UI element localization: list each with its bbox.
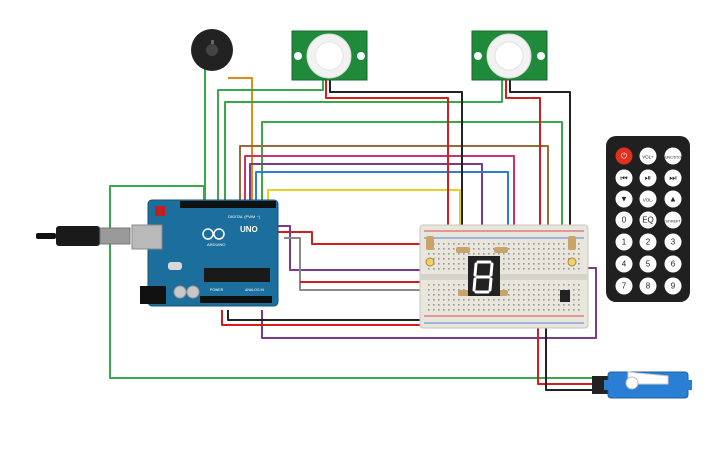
- remote-button-label: 5: [646, 260, 651, 269]
- remote-button[interactable]: ⏮: [615, 169, 633, 187]
- remote-button[interactable]: FUNC/STOP: [663, 147, 684, 165]
- wire-black-pir1: [329, 80, 463, 240]
- remote-button-label: 9: [671, 282, 676, 291]
- remote-button-label: 1: [622, 238, 627, 247]
- seven-segment-display: [468, 256, 500, 296]
- remote-button-label: 6: [671, 260, 676, 269]
- wire-gray: [284, 237, 432, 291]
- remote-button[interactable]: ⏯: [639, 169, 657, 187]
- remote-button-label: 3: [671, 238, 676, 247]
- arduino-brand-label: UNO: [240, 225, 258, 234]
- remote-button-label: EQ: [642, 216, 654, 225]
- remote-button-label: FUNC/STOP: [663, 156, 684, 160]
- wire-black-servo: [545, 322, 598, 391]
- remote-button[interactable]: 5: [639, 255, 657, 273]
- remote-button[interactable]: 1: [615, 233, 633, 251]
- remote-button-label: 0: [622, 216, 627, 225]
- ir-remote: ⏻ VOL+ FUNC/STOP ⏮ ⏯ ⏭ ▼ VOL- ▲ 0 EQ ST/REPT 1 2 3 4 5 6 7…: [606, 136, 690, 302]
- remote-button[interactable]: EQ: [639, 211, 657, 229]
- remote-button-label: ⏮: [620, 174, 627, 183]
- remote-button-label: 8: [646, 282, 651, 291]
- remote-button-label: VOL+: [642, 155, 654, 160]
- photoresistor: [425, 257, 435, 267]
- arduino-uno: ARDUINO UNO DIGITAL (PWM ~) POWER ANALOG…: [131, 199, 279, 307]
- wire-black-pir2: [509, 80, 571, 240]
- remote-button[interactable]: 0: [615, 211, 633, 229]
- remote-button[interactable]: ▲: [664, 190, 682, 208]
- wire-purple-top: [249, 163, 483, 242]
- wire-green-pir1: [217, 80, 324, 206]
- remote-button[interactable]: ST/REPT: [664, 211, 682, 229]
- ir-receiver: [560, 290, 570, 302]
- remote-button-label: 4: [622, 260, 627, 269]
- buzzer: [191, 29, 233, 71]
- arduino-analog-label: ANALOG IN: [245, 288, 265, 292]
- remote-button[interactable]: 8: [639, 277, 657, 295]
- arduino-power-label: POWER: [210, 288, 224, 292]
- remote-button-label: VOL-: [643, 198, 654, 203]
- remote-button[interactable]: 9: [664, 277, 682, 295]
- remote-button-label: 2: [646, 238, 651, 247]
- remote-button[interactable]: 3: [664, 233, 682, 251]
- wire-purple-1: [278, 225, 432, 271]
- resistor: [456, 247, 470, 253]
- arduino-model-label: ARDUINO: [207, 242, 225, 247]
- resistor: [426, 236, 434, 250]
- remote-button[interactable]: 2: [639, 233, 657, 251]
- resistor: [494, 247, 508, 253]
- wire-brown: [239, 145, 549, 240]
- remote-button[interactable]: ⏭: [664, 169, 682, 187]
- wire-yellow: [267, 189, 461, 242]
- pir-sensor-1: [291, 30, 368, 81]
- remote-button[interactable]: ⏻: [615, 147, 633, 165]
- remote-button[interactable]: VOL-: [639, 190, 657, 208]
- remote-button-label: ⏯: [645, 174, 651, 183]
- remote-button[interactable]: 6: [664, 255, 682, 273]
- wire-purple-2: [261, 267, 597, 339]
- remote-button[interactable]: VOL+: [639, 147, 657, 165]
- remote-button-label: ST/REPT: [665, 220, 681, 224]
- wire-red-pir1: [325, 80, 449, 240]
- remote-button[interactable]: ▼: [615, 190, 633, 208]
- wire-green-buzzer: [200, 61, 206, 206]
- remote-button-label: 7: [622, 282, 627, 291]
- remote-button-label: ▲: [669, 195, 677, 204]
- usb-cable: [36, 226, 131, 246]
- remote-button-label: ⏭: [669, 174, 676, 183]
- wire-red-servo: [537, 322, 598, 385]
- wire-pink: [244, 155, 515, 242]
- remote-button[interactable]: 7: [615, 277, 633, 295]
- wire-green-pir2: [224, 80, 503, 206]
- arduino-digital-label: DIGITAL (PWM ~): [228, 214, 261, 219]
- photoresistor: [567, 257, 577, 267]
- resistor: [568, 236, 576, 250]
- wire-blue: [255, 171, 509, 242]
- remote-button-label: ▼: [620, 195, 628, 204]
- remote-button-grid: ⏻ VOL+ FUNC/STOP ⏮ ⏯ ⏭ ▼ VOL- ▲ 0 EQ ST/REPT 1 2 3 4 5 6 7…: [615, 147, 684, 295]
- breadboard: [419, 224, 589, 329]
- pir-sensor-2: [471, 30, 548, 81]
- servo-motor: [592, 371, 692, 399]
- remote-button[interactable]: 4: [615, 255, 633, 273]
- remote-button-label: ⏻: [621, 152, 628, 161]
- wire-red-pir2: [505, 80, 541, 240]
